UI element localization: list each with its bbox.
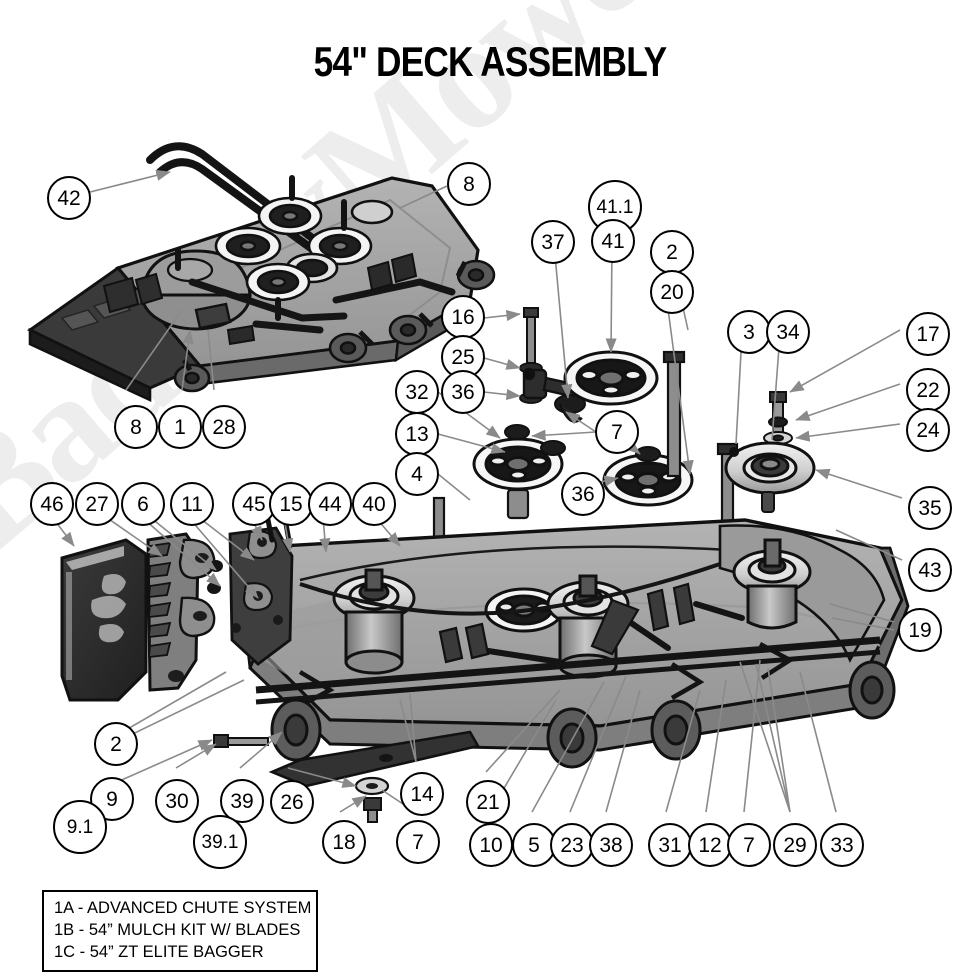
callout-bubble-20[interactable]: 20 bbox=[650, 270, 694, 314]
legend-line-1b: 1B - 54” MULCH KIT W/ BLADES bbox=[54, 920, 301, 939]
discharge-chute-assembly bbox=[60, 517, 294, 702]
callout-bubble-13[interactable]: 13 bbox=[395, 412, 439, 456]
callout-bubble-12[interactable]: 12 bbox=[688, 823, 732, 867]
callout-bubble-7[interactable]: 7 bbox=[595, 410, 639, 454]
callout-bubble-23[interactable]: 23 bbox=[550, 823, 594, 867]
main-deck-assembly bbox=[213, 518, 910, 823]
callout-bubble-2[interactable]: 2 bbox=[94, 722, 138, 766]
callout-bubble-8[interactable]: 8 bbox=[114, 405, 158, 449]
callout-bubble-40[interactable]: 40 bbox=[352, 482, 396, 526]
callout-bubble-31[interactable]: 31 bbox=[648, 823, 692, 867]
callout-bubble-18[interactable]: 18 bbox=[322, 820, 366, 864]
callout-bubble-27[interactable]: 27 bbox=[75, 482, 119, 526]
callout-bubble-28[interactable]: 28 bbox=[202, 405, 246, 449]
callout-bubble-39.1[interactable]: 39.1 bbox=[193, 815, 247, 869]
callout-bubble-17[interactable]: 17 bbox=[906, 312, 950, 356]
pulley-41 bbox=[563, 350, 659, 406]
pulley-35 bbox=[724, 441, 816, 495]
callout-bubble-1[interactable]: 1 bbox=[158, 405, 202, 449]
page-title: 54" DECK ASSEMBLY bbox=[313, 38, 668, 85]
pulley-13 bbox=[472, 437, 564, 491]
callout-bubble-42[interactable]: 42 bbox=[47, 176, 91, 220]
legend-box: 1A - ADVANCED CHUTE SYSTEM 1B - 54” MULC… bbox=[42, 890, 318, 973]
callout-bubble-43[interactable]: 43 bbox=[908, 548, 952, 592]
callout-bubble-26[interactable]: 26 bbox=[270, 780, 314, 824]
callout-bubble-32[interactable]: 32 bbox=[395, 370, 439, 414]
callout-bubble-11[interactable]: 11 bbox=[170, 482, 214, 526]
callout-bubble-19[interactable]: 19 bbox=[898, 608, 942, 652]
callout-bubble-7[interactable]: 7 bbox=[727, 823, 771, 867]
callout-bubble-45[interactable]: 45 bbox=[232, 482, 276, 526]
callout-bubble-2[interactable]: 2 bbox=[650, 230, 694, 274]
callout-bubble-25[interactable]: 25 bbox=[441, 335, 485, 379]
callout-bubble-16[interactable]: 16 bbox=[441, 295, 485, 339]
callout-bubble-7[interactable]: 7 bbox=[396, 820, 440, 864]
callout-bubble-36[interactable]: 36 bbox=[561, 472, 605, 516]
legend-line-1c: 1C - 54” ZT ELITE BAGGER bbox=[54, 942, 264, 961]
callout-bubble-33[interactable]: 33 bbox=[820, 823, 864, 867]
callout-bubble-15[interactable]: 15 bbox=[269, 482, 313, 526]
callout-bubble-6[interactable]: 6 bbox=[121, 482, 165, 526]
callout-bubble-22[interactable]: 22 bbox=[906, 368, 950, 412]
spindle-left bbox=[332, 568, 416, 675]
callout-bubble-10[interactable]: 10 bbox=[469, 823, 513, 867]
callout-bubble-36[interactable]: 36 bbox=[441, 370, 485, 414]
callout-bubble-44[interactable]: 44 bbox=[308, 482, 352, 526]
spindle-right bbox=[732, 538, 812, 630]
callout-bubble-9.1[interactable]: 9.1 bbox=[53, 800, 107, 854]
callout-bubble-41[interactable]: 41 bbox=[591, 219, 635, 263]
callout-bubble-46[interactable]: 46 bbox=[30, 482, 74, 526]
callout-bubble-34[interactable]: 34 bbox=[766, 310, 810, 354]
callout-bubble-29[interactable]: 29 bbox=[773, 823, 817, 867]
callout-bubble-37[interactable]: 37 bbox=[531, 220, 575, 264]
callout-bubble-3[interactable]: 3 bbox=[727, 310, 771, 354]
callout-bubble-24[interactable]: 24 bbox=[906, 408, 950, 452]
legend-line-1a: 1A - ADVANCED CHUTE SYSTEM bbox=[54, 899, 312, 917]
callout-bubble-30[interactable]: 30 bbox=[155, 779, 199, 823]
callout-bubble-14[interactable]: 14 bbox=[400, 772, 444, 816]
callout-bubble-21[interactable]: 21 bbox=[466, 780, 510, 824]
callout-bubble-8[interactable]: 8 bbox=[447, 162, 491, 206]
callout-bubble-4[interactable]: 4 bbox=[395, 452, 439, 496]
callout-bubble-38[interactable]: 38 bbox=[589, 823, 633, 867]
top-deck-assembly bbox=[27, 142, 496, 403]
callout-bubble-35[interactable]: 35 bbox=[908, 486, 952, 530]
